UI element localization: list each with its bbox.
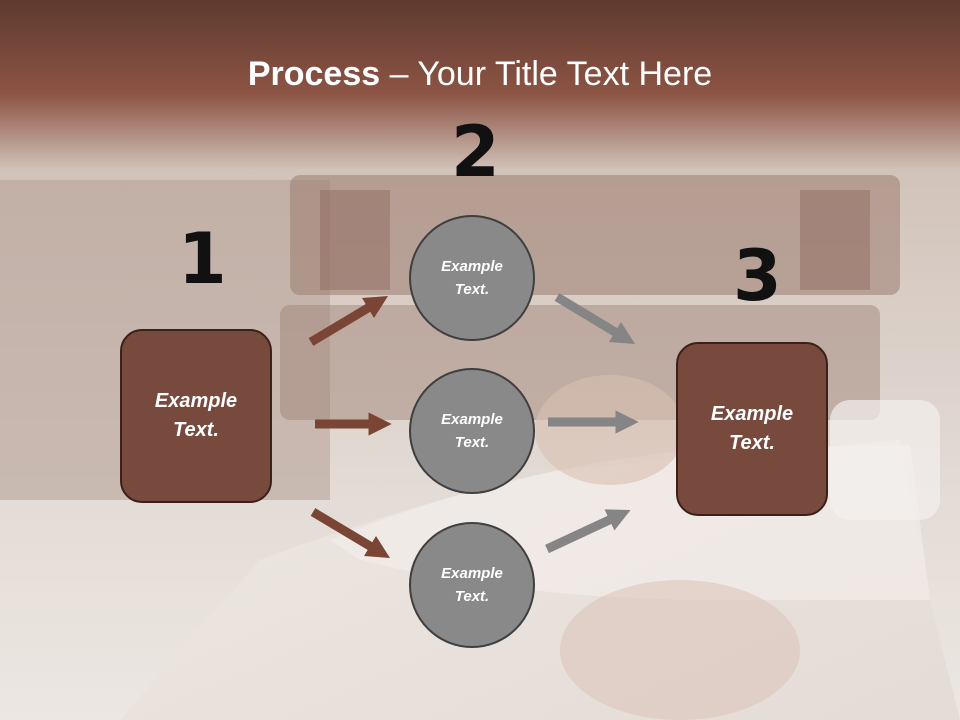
- process-box-1: Example Text.: [120, 329, 272, 503]
- process-box-3: Example Text.: [676, 342, 828, 516]
- title-rest: – Your Title Text Here: [380, 55, 713, 93]
- slide-title: Process – Your Title Text Here: [0, 52, 960, 96]
- step-number-1: 1: [178, 218, 227, 300]
- process-circle-bottom: Example Text.: [409, 522, 535, 648]
- process-circle-bottom-text: Example Text.: [441, 565, 503, 605]
- process-circle-top: Example Text.: [409, 215, 535, 341]
- process-box-1-text: Example Text.: [154, 390, 238, 441]
- step-number-3: 3: [733, 235, 782, 317]
- process-circle-middle-text: Example Text.: [441, 411, 503, 451]
- process-circle-middle: Example Text.: [409, 368, 535, 494]
- process-circle-top-text: Example Text.: [441, 258, 503, 298]
- step-number-2: 2: [451, 111, 500, 193]
- process-box-3-text: Example Text.: [710, 403, 794, 454]
- title-bold: Process: [247, 55, 381, 93]
